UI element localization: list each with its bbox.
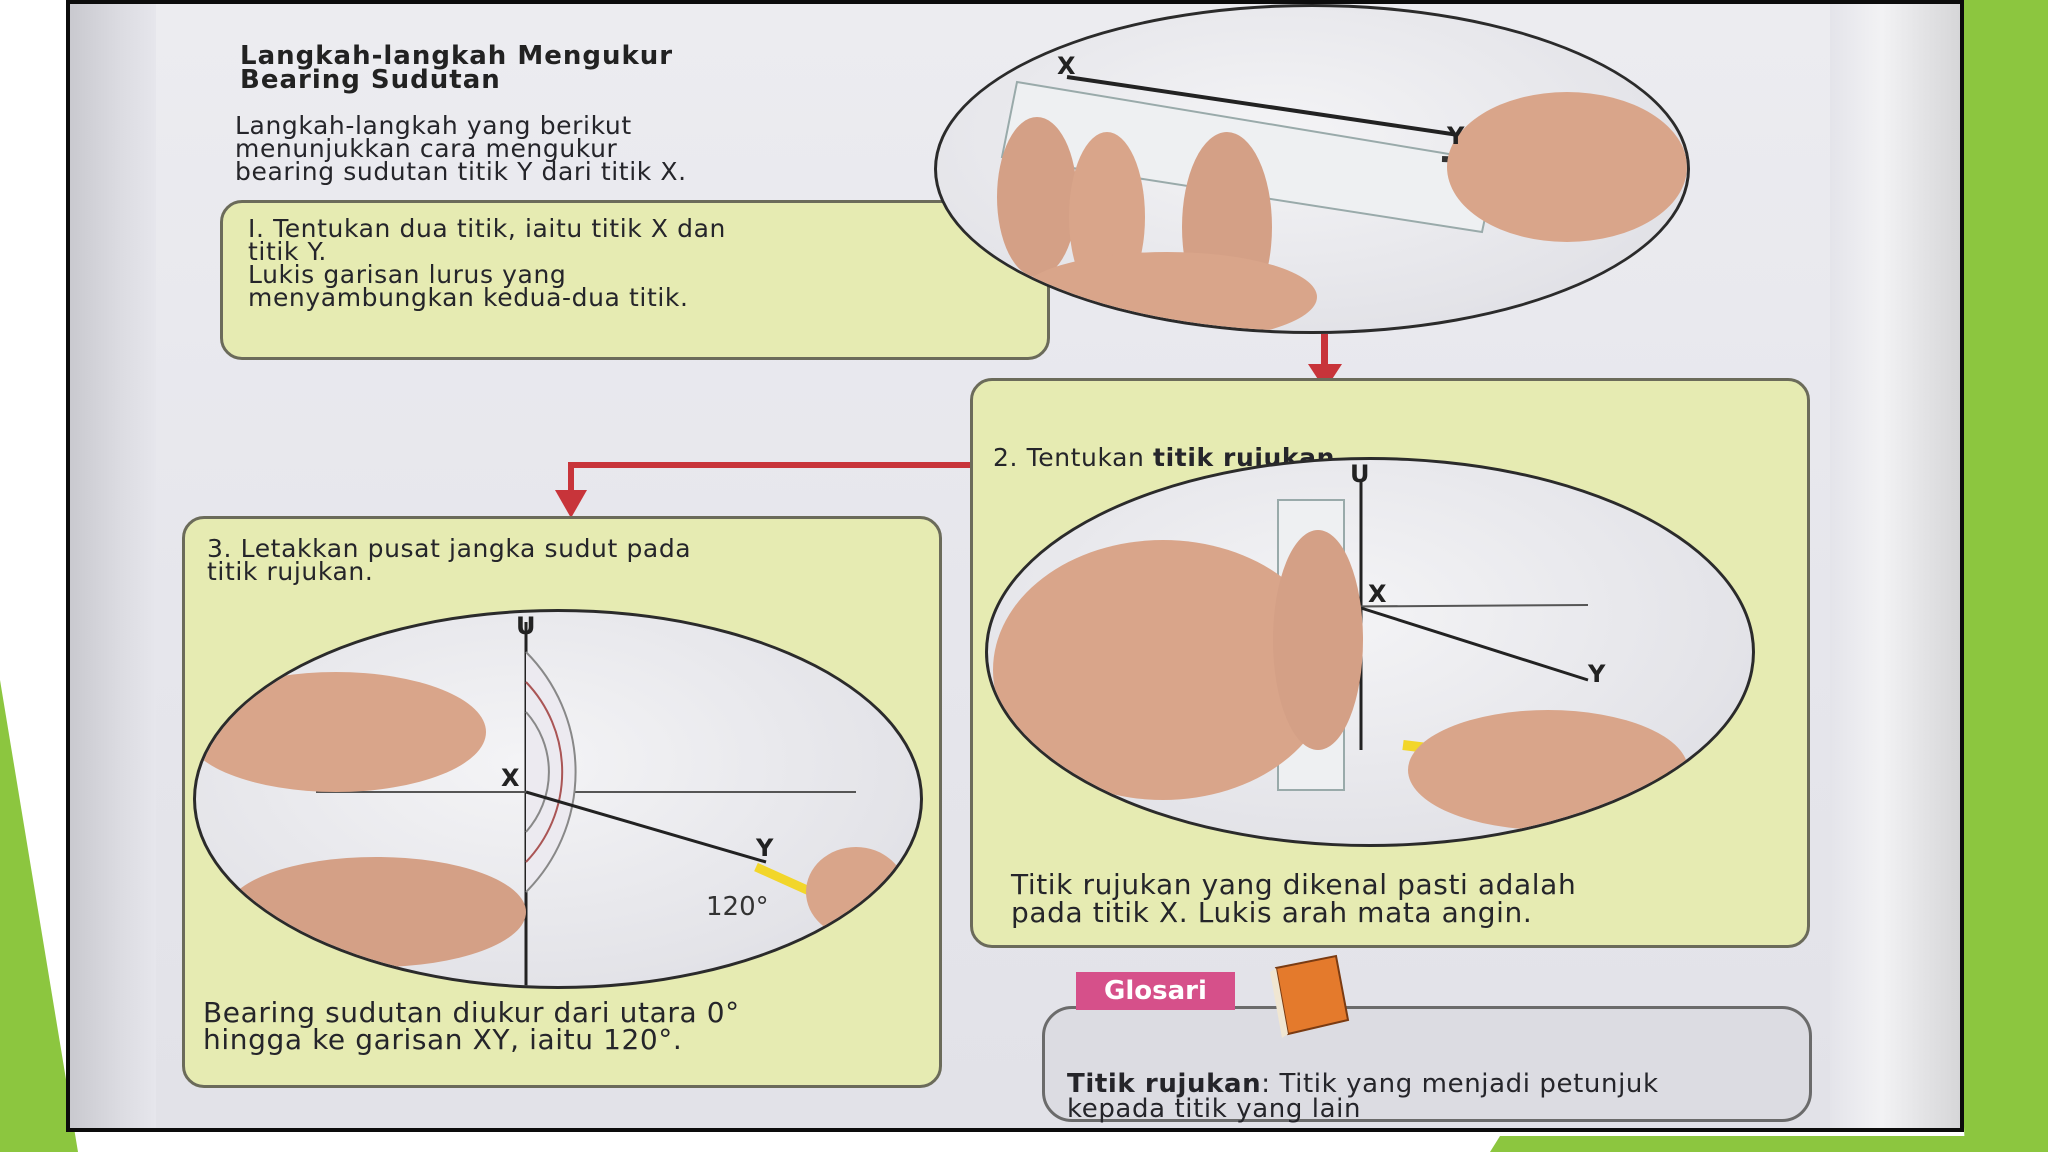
point-x-label: X bbox=[1057, 52, 1076, 80]
heading-line-1: Langkah-langkah Mengukur bbox=[240, 41, 674, 71]
step-3-text: 3. Letakkan pusat jangka sudut pada titi… bbox=[207, 534, 692, 586]
step-1-text: I. Tentukan dua titik, iaitu titik X dan… bbox=[248, 214, 726, 312]
step-1-box: I. Tentukan dua titik, iaitu titik X dan… bbox=[220, 200, 1050, 360]
glosari-box: Titik rujukan: Titik yang menjadi petunj… bbox=[1042, 1006, 1812, 1122]
heading-line-2: Bearing Sudutan bbox=[240, 65, 501, 95]
step-1-illustration: X Y bbox=[934, 4, 1690, 334]
step-2-illustration: U X Y bbox=[985, 457, 1755, 847]
point-y-label-3: Y bbox=[756, 834, 774, 862]
angle-label: 120° bbox=[706, 892, 769, 922]
arrow-down-icon bbox=[1321, 334, 1328, 368]
step-2-title-prefix: 2. Tentukan bbox=[993, 443, 1154, 472]
arrow-head-icon bbox=[1308, 364, 1342, 390]
protractor-drawing bbox=[196, 622, 906, 986]
north-u-label: U bbox=[1350, 460, 1370, 488]
compass-drawing bbox=[993, 480, 1689, 830]
page-heading: Langkah-langkah Mengukur Bearing Sudutan bbox=[240, 41, 674, 95]
glosari-term: Titik rujukan bbox=[1067, 1069, 1262, 1099]
point-x-label-2: X bbox=[1368, 580, 1387, 608]
ruler-drawing bbox=[997, 75, 1687, 331]
glosari-definition-text: : Titik yang menjadi petunjuk kepada tit… bbox=[1067, 1069, 1659, 1124]
step-3-box: 3. Letakkan pusat jangka sudut pada titi… bbox=[182, 516, 942, 1088]
page-edge bbox=[1830, 4, 1960, 1128]
glosari-definition: Titik rujukan: Titik yang menjadi petunj… bbox=[1067, 1047, 1807, 1122]
book-spine bbox=[70, 4, 156, 1128]
step-2-box: 2. Tentukan titik rujukan. U X Y Titik r… bbox=[970, 378, 1810, 948]
arrow-left-icon bbox=[568, 462, 1030, 468]
step-2-caption: Titik rujukan yang dikenal pasti adalah … bbox=[1011, 868, 1577, 929]
textbook-photo: Langkah-langkah Mengukur Bearing Sudutan… bbox=[66, 0, 1964, 1132]
intro-text: Langkah-langkah yang berikut menunjukkan… bbox=[235, 111, 687, 186]
point-y-label-2: Y bbox=[1588, 660, 1606, 688]
arrow-head-icon-2 bbox=[555, 490, 587, 518]
step-3-caption: Bearing sudutan diukur dari utara 0° hin… bbox=[203, 996, 740, 1056]
arrow-left-vertical bbox=[568, 462, 574, 494]
step-3-illustration: U X Y 120° bbox=[193, 609, 923, 989]
book-icon bbox=[1270, 954, 1350, 1038]
point-y-label: Y bbox=[1447, 122, 1465, 150]
north-u-label-2: U bbox=[516, 612, 536, 640]
glosari-tag: Glosari bbox=[1076, 972, 1235, 1010]
point-x-label-3: X bbox=[501, 764, 520, 792]
